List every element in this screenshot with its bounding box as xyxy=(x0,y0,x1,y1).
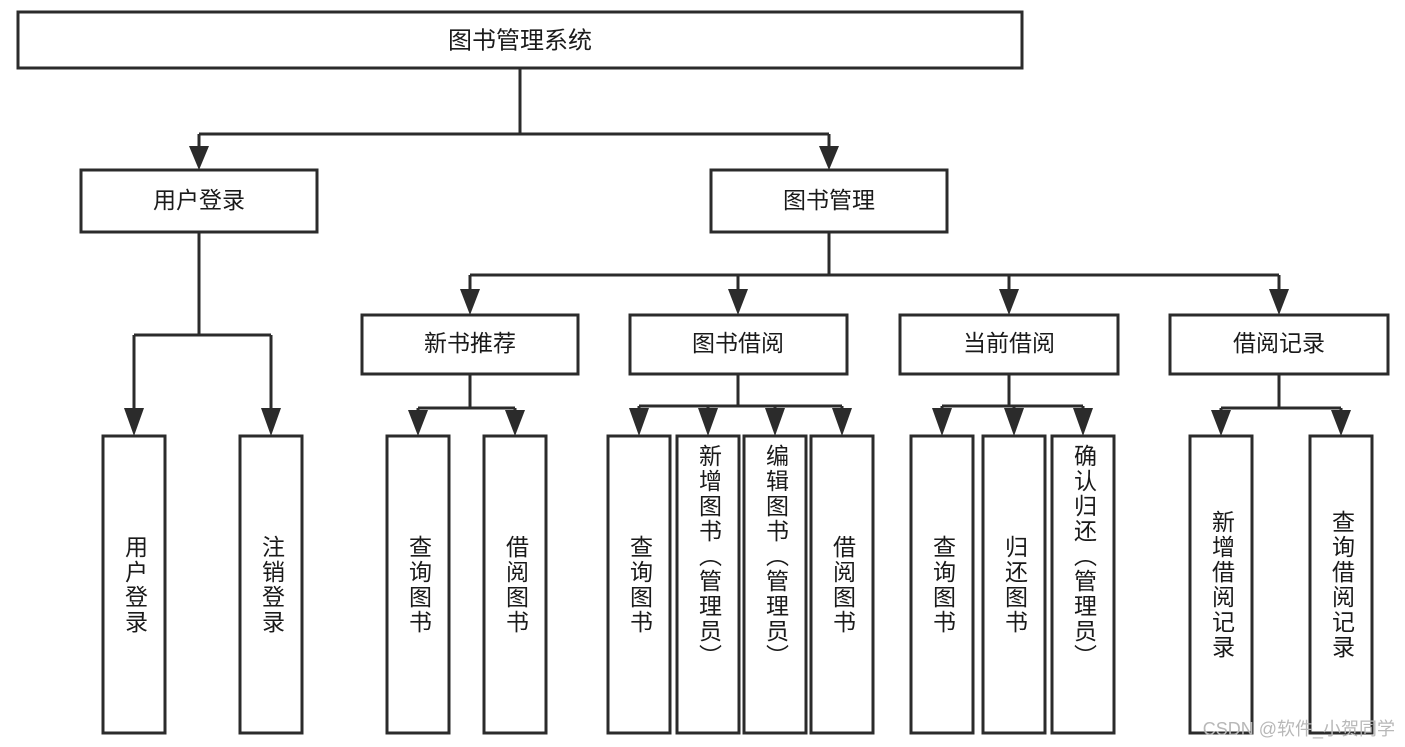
arrowhead-leaf-add-borrow-record xyxy=(1211,410,1231,436)
node-current-borrow-box[interactable] xyxy=(898,313,1120,376)
node-root-box[interactable] xyxy=(16,10,1024,70)
connector-layer xyxy=(124,68,1351,436)
node-book-borrow-label: 图书借阅 xyxy=(692,330,784,356)
node-new-book-recommend-box[interactable] xyxy=(360,313,580,376)
node-leaf-edit-book-admin-box[interactable] xyxy=(742,434,808,735)
node-leaf-query-book-current-box[interactable] xyxy=(909,434,975,735)
node-book-management-box[interactable] xyxy=(709,168,949,234)
node-book-management-label: 图书管理 xyxy=(783,187,875,213)
arrowhead-leaf-confirm-return-admin xyxy=(1073,408,1093,436)
arrowhead-current-borrow xyxy=(999,289,1019,315)
node-leaf-user-login-box[interactable] xyxy=(101,434,167,735)
node-leaf-add-book-admin-box[interactable] xyxy=(675,434,741,735)
node-user-login-label: 用户登录 xyxy=(153,187,245,213)
node-borrow-record-label: 借阅记录 xyxy=(1233,330,1325,356)
node-book-borrow-box[interactable] xyxy=(628,313,849,376)
node-leaf-query-book-borrow-box[interactable] xyxy=(606,434,672,735)
node-leaf-query-borrow-record-box[interactable] xyxy=(1308,434,1374,735)
arrowhead-leaf-return-book xyxy=(1004,408,1024,436)
watermark-text: CSDN @软件_小贺同学 xyxy=(1202,719,1395,739)
node-user-login-box[interactable] xyxy=(79,168,319,234)
node-leaf-confirm-return-admin-box[interactable] xyxy=(1050,434,1116,735)
arrowhead-new-book-recommend xyxy=(460,289,480,315)
node-leaf-add-borrow-record-box[interactable] xyxy=(1188,434,1254,735)
node-new-book-recommend-label: 新书推荐 xyxy=(424,330,516,356)
arrowhead-leaf-user-login xyxy=(124,408,144,436)
arrowhead-leaf-logout-login xyxy=(261,408,281,436)
node-current-borrow-label: 当前借阅 xyxy=(963,330,1055,356)
arrowhead-leaf-borrow-book xyxy=(832,408,852,436)
arrowhead-leaf-edit-book-admin xyxy=(765,408,785,436)
arrowhead-leaf-add-book-admin xyxy=(698,408,718,436)
arrowhead-leaf-query-book-borrow xyxy=(629,408,649,436)
arrowhead-leaf-query-book-current xyxy=(932,408,952,436)
node-leaf-query-book-recommend-box[interactable] xyxy=(385,434,451,735)
arrowhead-leaf-query-book-recommend xyxy=(408,410,428,436)
node-leaf-return-book-box[interactable] xyxy=(981,434,1047,735)
arrowhead-user-login xyxy=(189,146,209,170)
node-borrow-record-box[interactable] xyxy=(1168,313,1390,376)
arrowhead-borrow-record xyxy=(1269,289,1289,315)
arrowhead-book-borrow xyxy=(728,289,748,315)
box-layer: 图书管理系统 用户登录 图书管理 新书推荐 图书借阅 当前借阅 借阅记录 xyxy=(16,10,1390,735)
arrowhead-leaf-borrow-book-recommend xyxy=(505,410,525,436)
arrowhead-book-management xyxy=(819,146,839,170)
arrowhead-leaf-query-borrow-record xyxy=(1331,410,1351,436)
node-leaf-borrow-book-box[interactable] xyxy=(809,434,875,735)
node-leaf-logout-login-box[interactable] xyxy=(238,434,304,735)
node-root-label: 图书管理系统 xyxy=(448,27,592,54)
node-leaf-borrow-book-recommend-box[interactable] xyxy=(482,434,548,735)
